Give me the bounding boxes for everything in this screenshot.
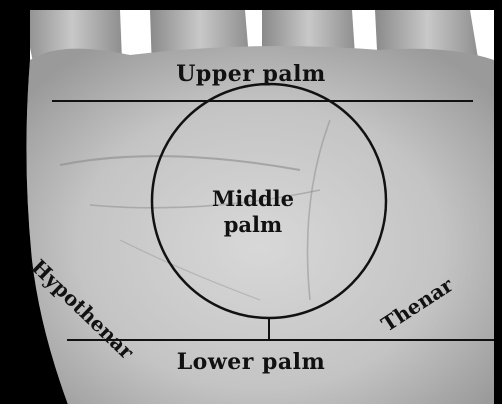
middle-palm-label: Middle palm: [188, 186, 318, 238]
lower-palm-label: Lower palm: [0, 351, 502, 373]
middle-palm-label-line1: Middle: [188, 186, 318, 212]
upper-palm-label: Upper palm: [0, 63, 502, 85]
middle-palm-label-line2: palm: [188, 212, 318, 238]
